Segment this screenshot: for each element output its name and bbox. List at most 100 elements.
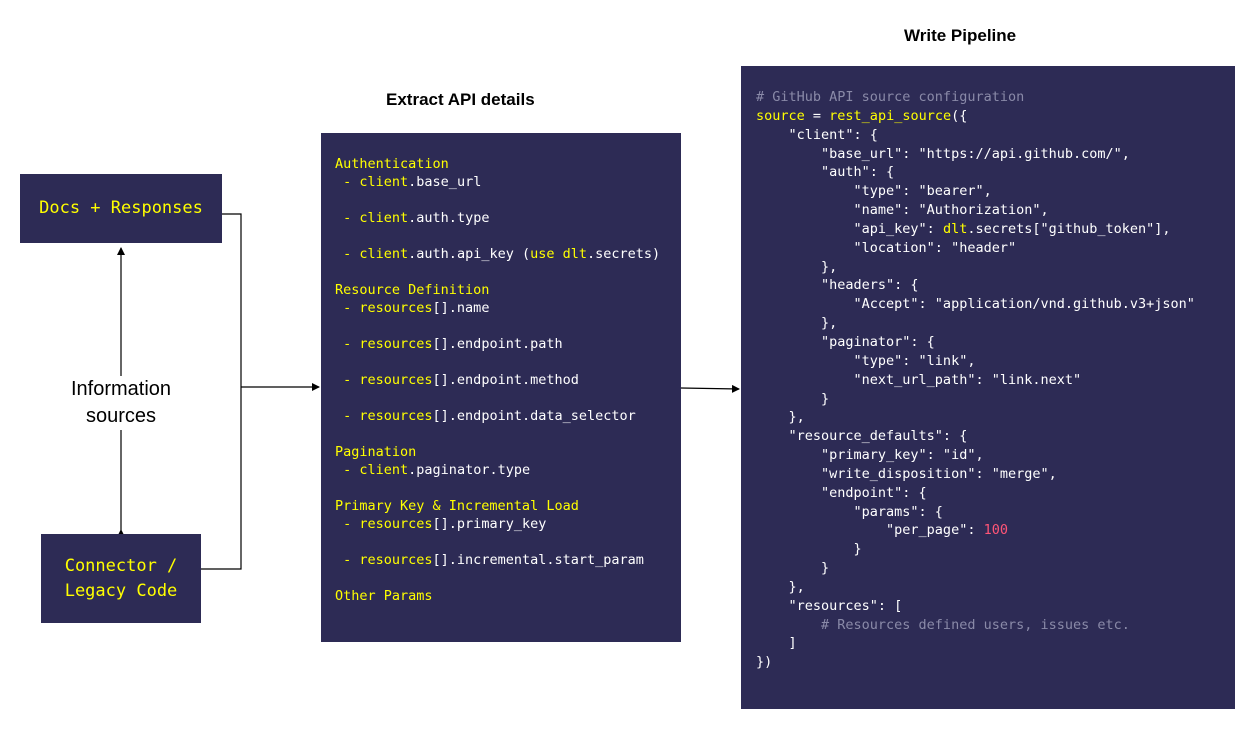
- code-line: "auth": {: [756, 164, 894, 180]
- code-token: },: [756, 578, 805, 595]
- to-pipeline-arrow: [680, 384, 740, 393]
- code-token: "location": "header": [756, 239, 1017, 256]
- code-token: "api_key":: [756, 220, 943, 237]
- item-object: resources: [359, 552, 433, 568]
- item-keyword: dlt: [562, 246, 588, 262]
- pipeline-code-panel: # GitHub API source configuration source…: [741, 66, 1235, 709]
- write-pipeline-title: Write Pipeline: [904, 26, 1017, 45]
- code-line: },: [756, 579, 805, 595]
- code-token: "params": {: [756, 503, 943, 520]
- docs-connector: [222, 213, 242, 387]
- code-token: }: [756, 560, 830, 577]
- item-path: [].incremental.start_param: [432, 552, 644, 568]
- item-tail: .secrets): [587, 246, 661, 262]
- code-line: "resource_defaults": {: [756, 428, 968, 444]
- extract-item: - resources[].endpoint.data_selector: [335, 407, 636, 425]
- extract-section-heading: Other Params: [335, 587, 433, 605]
- docs-responses-box: Docs + Responses: [20, 174, 222, 243]
- code-token: "type": "bearer",: [756, 183, 992, 200]
- code-line: "per_page": 100: [756, 522, 1008, 538]
- code-line: # Resources defined users, issues etc.: [756, 617, 1130, 633]
- code-line: "Accept": "application/vnd.github.v3+jso…: [756, 296, 1195, 312]
- code-token: "endpoint": {: [756, 484, 927, 501]
- bullet-dash: -: [335, 210, 360, 226]
- code-token: "auth": {: [756, 164, 895, 181]
- code-line: "type": "bearer",: [756, 183, 992, 199]
- item-path: [].endpoint.data_selector: [432, 408, 636, 424]
- legacy-connector: [201, 387, 242, 570]
- legacy-code-label: Connector / Legacy Code: [64, 555, 178, 601]
- bullet-dash: -: [335, 300, 360, 316]
- code-token: "client": {: [756, 126, 878, 143]
- code-line: "client": {: [756, 127, 878, 143]
- bullet-dash: -: [335, 552, 360, 568]
- code-line: }: [756, 541, 862, 557]
- code-token: 100: [983, 522, 1008, 539]
- code-line: }): [756, 654, 772, 670]
- pipeline-code: # GitHub API source configuration source…: [756, 88, 1195, 672]
- extract-item: - client.paginator.type: [335, 461, 530, 479]
- code-token: .secrets["github_token"],: [967, 220, 1171, 237]
- code-token: "base_url": "https://api.github.com/",: [756, 145, 1130, 162]
- item-space: [554, 246, 562, 262]
- item-object: resources: [359, 336, 433, 352]
- code-token: "name": "Authorization",: [756, 202, 1049, 219]
- legacy-code-box: Connector / Legacy Code: [41, 534, 201, 623]
- code-line: }: [756, 391, 829, 407]
- code-token: "next_url_path": "link.next": [756, 371, 1082, 388]
- item-path: [].primary_key: [432, 516, 547, 532]
- bullet-dash: -: [335, 462, 360, 478]
- item-path: .auth.type: [408, 210, 490, 226]
- section-heading-text: Pagination: [335, 444, 417, 460]
- extract-section-heading: Primary Key & Incremental Load: [335, 497, 579, 515]
- code-comment: # GitHub API source configuration: [756, 89, 1025, 105]
- item-object: resources: [359, 408, 433, 424]
- item-object: resources: [359, 516, 433, 532]
- section-heading-text: Other Params: [335, 588, 433, 604]
- item-path: .base_url: [408, 174, 482, 190]
- code-token: "headers": {: [756, 277, 919, 294]
- bullet-dash: -: [335, 246, 360, 262]
- code-token: },: [756, 409, 805, 426]
- extract-item: - client.auth.type: [335, 209, 489, 227]
- item-object: client: [359, 462, 409, 478]
- extract-item: - resources[].name: [335, 299, 489, 317]
- section-heading-text: Primary Key & Incremental Load: [335, 498, 579, 514]
- item-object: resources: [359, 372, 433, 388]
- extract-item: - resources[].primary_key: [335, 515, 546, 533]
- bullet-dash: -: [335, 336, 360, 352]
- item-path: .paginator.type: [408, 462, 531, 478]
- code-line: "resources": [: [756, 597, 903, 614]
- code-line: "next_url_path": "link.next": [756, 371, 1082, 388]
- extract-item: - resources[].incremental.start_param: [335, 551, 644, 569]
- code-token: "paginator": {: [756, 333, 935, 350]
- code-token: =: [804, 107, 830, 124]
- code-line: "write_disposition": "merge",: [756, 466, 1057, 482]
- extract-section-heading: Resource Definition: [335, 281, 489, 299]
- code-line: "api_key": dlt.secrets["github_token"],: [756, 221, 1171, 237]
- code-line: },: [756, 259, 837, 275]
- code-token: # Resources defined users, issues etc.: [756, 616, 1130, 633]
- code-token: rest_api_source: [829, 107, 952, 124]
- code-token: }: [756, 390, 830, 407]
- extract-details-panel: Authentication - client .base_url - clien…: [321, 133, 681, 642]
- code-line: ]: [756, 635, 797, 651]
- code-token: dlt: [942, 220, 968, 237]
- code-line: },: [756, 315, 837, 331]
- section-heading-text: Authentication: [335, 156, 449, 172]
- code-line: "primary_key": "id",: [756, 447, 984, 463]
- bullet-dash: -: [335, 516, 360, 532]
- code-token: "primary_key": "id",: [756, 447, 984, 464]
- code-line: "location": "header": [756, 239, 1017, 256]
- information-sources-label: Information sources: [56, 376, 186, 430]
- code-line: "name": "Authorization",: [756, 202, 1049, 218]
- code-line: "params": {: [756, 504, 943, 520]
- code-line: "paginator": {: [756, 334, 935, 350]
- code-token: },: [756, 315, 838, 332]
- code-token: ]: [756, 635, 797, 652]
- extract-title: Extract API details: [386, 90, 535, 109]
- code-token: "resources": [: [756, 597, 903, 614]
- code-token: "Accept": "application/vnd.github.v3+jso…: [756, 296, 1195, 313]
- extract-item: - resources[].endpoint.path: [335, 335, 562, 353]
- extract-section-heading: Pagination: [335, 443, 416, 461]
